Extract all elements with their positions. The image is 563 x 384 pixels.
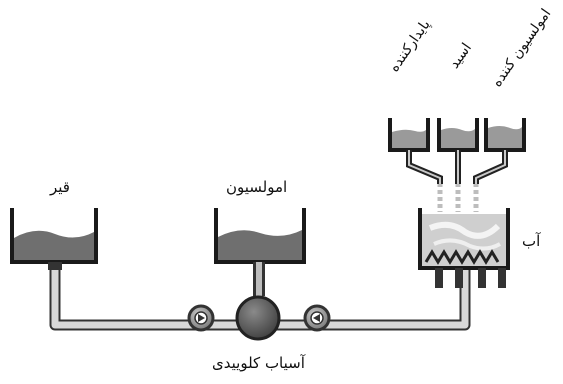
left-pump	[187, 304, 215, 332]
colloid-mill	[235, 295, 281, 341]
stabilizer-hopper	[388, 118, 443, 184]
emulsifier-hopper	[473, 118, 526, 184]
colloid-mill-label: آسیاب کلوییدی	[212, 354, 305, 372]
additive-streams	[437, 183, 479, 212]
water-tank	[418, 208, 510, 288]
bitumen-label: قیر	[50, 178, 70, 196]
emulsion-label: امولسیون	[226, 178, 288, 196]
water-label: آب	[522, 232, 541, 250]
bitumen-tank	[10, 208, 98, 270]
right-pump	[303, 304, 331, 332]
emulsion-tank	[214, 208, 306, 296]
acid-hopper	[437, 118, 479, 184]
